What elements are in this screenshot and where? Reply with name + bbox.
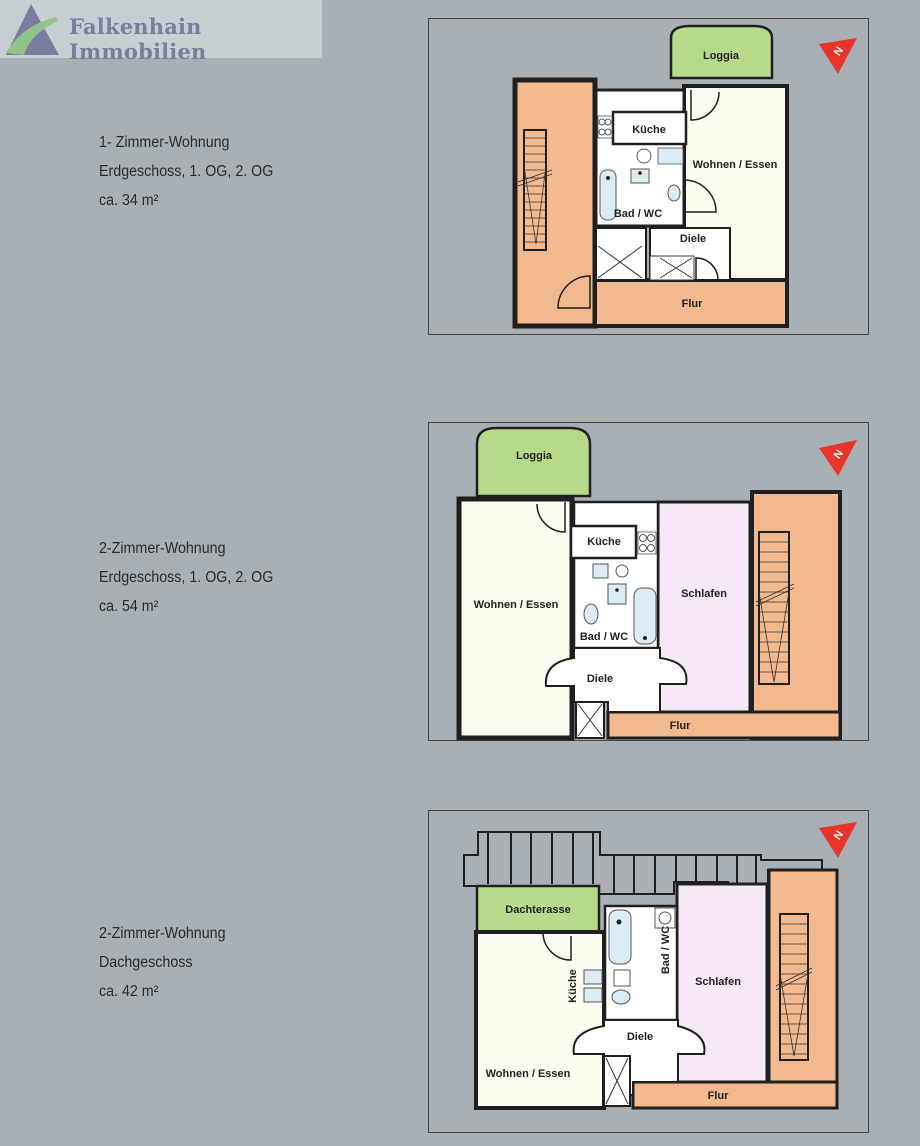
sink-icon [592,563,609,579]
washer-icon [615,564,629,578]
corridor-area [606,710,842,740]
kitchen-counter [611,110,688,146]
washbasin-icon [607,583,627,605]
washbasin-icon [613,969,631,987]
washer-icon [658,911,672,925]
bathtub-icon [599,169,617,221]
apartment-title: 2-Zimmer-Wohnung [99,540,226,557]
brand-header: Falkenhain Immobilien [0,0,322,64]
hall-area [544,647,688,713]
room-label-bedroom: Schlafen [681,588,727,600]
room-label-bath: Bad / WC [614,208,662,220]
apartment-2-description: 2-Zimmer-Wohnung Erdgeschoss, 1. OG, 2. … [99,534,289,621]
room-label-loggia: Loggia [516,450,553,462]
toilet-icon [583,603,599,625]
room-label-corridor: Flur [670,720,691,732]
living-room [474,930,606,1110]
corridor-area [593,278,789,328]
room-label-terrace: Dachterasse [505,904,570,916]
washbasin-icon [630,168,650,184]
corridor-area [631,1080,839,1110]
room-label-loggia: Loggia [703,50,740,62]
north-arrow-icon: N [819,38,857,74]
brand-name: Falkenhain Immobilien [69,14,207,64]
room-label-corridor: Flur [682,298,703,310]
washer-icon [636,148,652,164]
apartment-area: ca. 42 m² [99,983,159,1000]
apartment-3-description: 2-Zimmer-Wohnung Dachgeschoss ca. 42 m² [99,919,237,1006]
room-label-bedroom: Schlafen [695,976,741,988]
room-label-hall: Diele [680,233,706,245]
sink-icon [657,147,684,165]
floor-plan-3: N Flur Dachterasse Wohnen / Essen Küche … [428,810,869,1134]
kitchen-counter [583,969,603,1003]
loggia-area [475,426,592,498]
floor-plan-1: N Loggia Flur Wohnen / Essen Küche Bad /… [428,18,869,336]
apartment-title: 1- Zimmer-Wohnung [99,134,230,151]
room-label-bath: Bad / WC [580,631,628,643]
kitchen-counter [569,524,638,560]
room-label-bath: Bad / WC [660,926,672,974]
living-room [456,496,575,741]
room-label-kitchen: Küche [632,124,666,136]
room-label-living: Wohnen / Essen [486,1068,571,1080]
room-label-corridor: Flur [708,1090,729,1102]
floor-plan-2: N Loggia Flur Wohnen / Essen Schlafen Kü… [428,422,869,742]
room-label-kitchen: Küche [567,969,579,1003]
stove-icon [597,115,613,139]
room-label-kitchen: Küche [587,536,621,548]
apartment-area: ca. 54 m² [99,598,159,615]
room-label-living: Wohnen / Essen [693,159,778,171]
toilet-icon [667,184,681,202]
apartment-area: ca. 34 m² [99,192,159,209]
stove-icon [637,531,657,555]
toilet-icon [611,989,631,1005]
staircase-icon [523,129,547,251]
north-arrow-icon: N [819,440,857,476]
apartment-floors: Erdgeschoss, 1. OG, 2. OG [99,569,274,586]
apartment-floors: Dachgeschoss [99,954,193,971]
bathtub-icon [608,909,632,965]
triangle-road-logo-icon [6,4,59,55]
bathtub-icon [633,587,657,645]
shaft [595,227,647,281]
apartment-title: 2-Zimmer-Wohnung [99,925,226,942]
room-label-hall: Diele [587,673,613,685]
room-label-living: Wohnen / Essen [474,599,559,611]
staircase-icon [779,913,809,1061]
staircase-icon [758,531,790,685]
apartment-floors: Erdgeschoss, 1. OG, 2. OG [99,163,274,180]
room-label-hall: Diele [627,1031,653,1043]
north-arrow-icon: N [819,822,857,858]
loggia-area [669,24,774,80]
apartment-1-description: 1- Zimmer-Wohnung Erdgeschoss, 1. OG, 2.… [99,128,289,215]
